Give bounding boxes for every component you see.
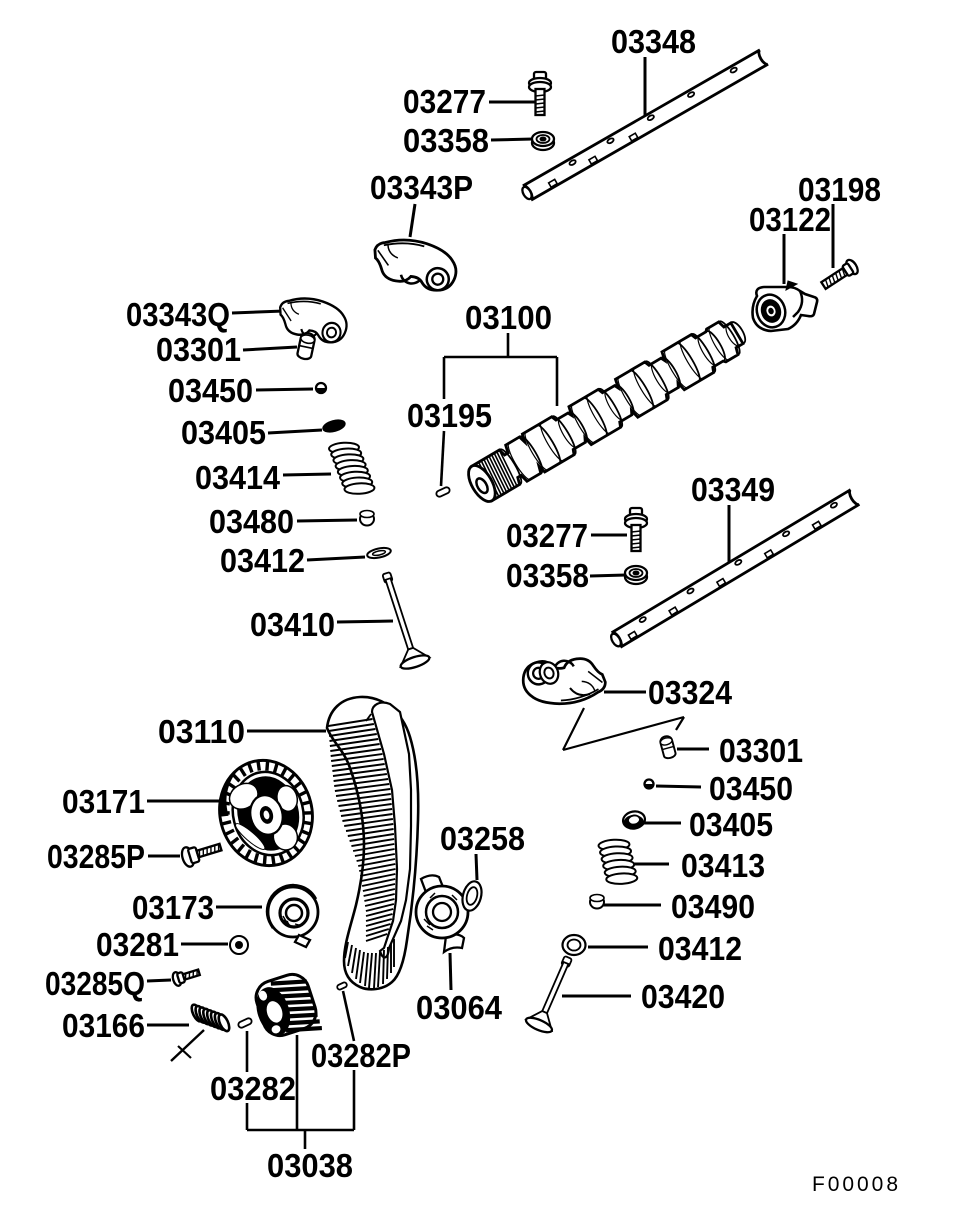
svg-text:03348: 03348 [611, 23, 696, 60]
svg-text:03490: 03490 [671, 888, 755, 925]
svg-text:03285P: 03285P [47, 838, 145, 875]
svg-text:03285Q: 03285Q [45, 965, 145, 1002]
svg-text:03277: 03277 [403, 83, 486, 120]
svg-text:03358: 03358 [506, 557, 589, 594]
svg-text:03301: 03301 [719, 732, 803, 769]
svg-text:03413: 03413 [681, 847, 765, 884]
svg-text:03064: 03064 [416, 989, 503, 1026]
svg-text:03405: 03405 [689, 806, 773, 843]
svg-text:03258: 03258 [440, 820, 525, 857]
svg-text:03110: 03110 [158, 713, 245, 750]
svg-text:03198: 03198 [798, 171, 881, 208]
svg-text:03038: 03038 [267, 1147, 353, 1184]
svg-text:03281: 03281 [96, 926, 179, 963]
svg-text:03166: 03166 [62, 1007, 145, 1044]
svg-text:03412: 03412 [220, 542, 305, 579]
svg-text:03282: 03282 [210, 1070, 296, 1107]
svg-text:03282P: 03282P [311, 1037, 411, 1074]
svg-text:03324: 03324 [648, 674, 733, 711]
svg-text:03100: 03100 [465, 299, 552, 336]
svg-text:03450: 03450 [168, 372, 253, 409]
svg-text:03358: 03358 [403, 122, 489, 159]
svg-text:03343Q: 03343Q [126, 296, 230, 333]
svg-text:03410: 03410 [250, 606, 335, 643]
svg-text:03480: 03480 [209, 503, 294, 540]
svg-text:03173: 03173 [132, 889, 214, 926]
svg-text:03195: 03195 [407, 397, 492, 434]
svg-text:03412: 03412 [658, 930, 742, 967]
svg-text:03171: 03171 [62, 783, 145, 820]
svg-text:03301: 03301 [156, 331, 241, 368]
svg-text:03420: 03420 [641, 978, 725, 1015]
svg-text:03349: 03349 [691, 471, 775, 508]
svg-text:03277: 03277 [506, 517, 588, 554]
svg-text:03122: 03122 [749, 201, 831, 238]
svg-text:03450: 03450 [709, 770, 793, 807]
svg-text:03405: 03405 [181, 414, 266, 451]
svg-text:03414: 03414 [195, 459, 281, 496]
svg-text:03343P: 03343P [370, 169, 473, 206]
